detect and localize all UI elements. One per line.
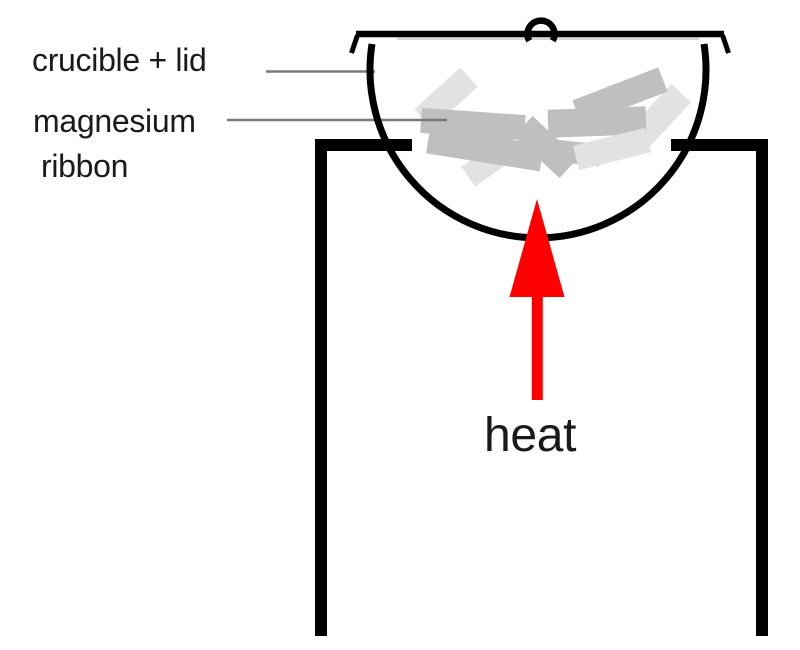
stand-right-leg — [756, 139, 768, 636]
tripod-stand — [315, 139, 768, 636]
crucible-lid — [349, 17, 731, 54]
label-magnesium-line2: ribbon — [41, 148, 129, 184]
stand-left-leg — [315, 139, 327, 636]
stand-top-bar-right — [671, 139, 768, 151]
stand-top-bar-left — [315, 139, 412, 151]
lid-handle-loop-icon — [524, 17, 558, 43]
label-magnesium-line1: magnesium — [33, 103, 196, 139]
lid-right-tick — [720, 34, 731, 54]
magnesium-ribbon-pile — [414, 67, 692, 187]
ribbon-piece — [426, 126, 544, 172]
heat-up-arrow-icon — [509, 199, 565, 400]
lid-left-tick — [349, 34, 360, 54]
ribbon-piece — [573, 127, 651, 171]
ribbon-piece — [547, 106, 647, 138]
label-heat: heat — [484, 409, 577, 462]
label-magnesium-ribbon: magnesium ribbon — [33, 99, 196, 189]
label-crucible-lid: crucible + lid — [32, 42, 207, 78]
ribbon-piece — [514, 115, 578, 179]
